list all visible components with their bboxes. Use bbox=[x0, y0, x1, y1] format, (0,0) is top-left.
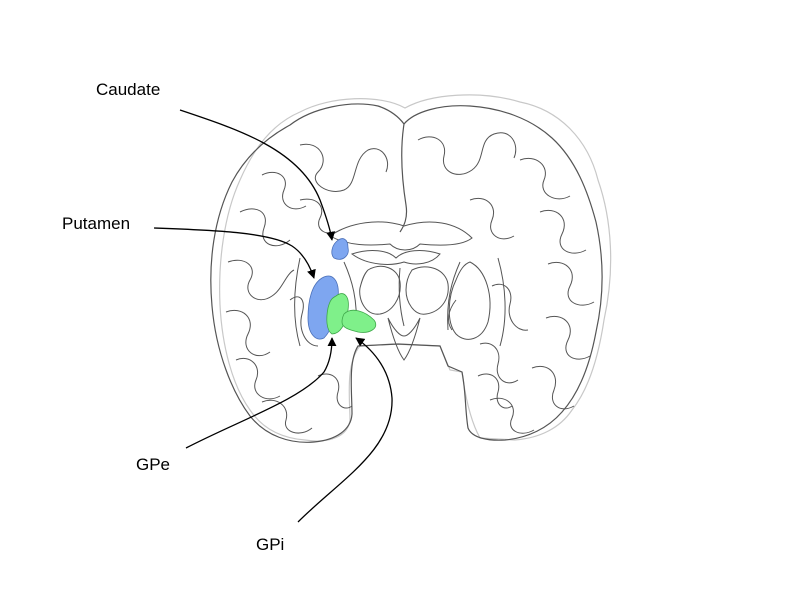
caudate-nucleus bbox=[331, 238, 349, 260]
temporal-horn-right bbox=[477, 373, 513, 409]
thalamus-right bbox=[405, 266, 449, 315]
putamen-arrow bbox=[153, 227, 316, 279]
label-arrows bbox=[153, 109, 393, 523]
caudate-label: Caudate bbox=[96, 80, 161, 99]
third-ventricle bbox=[398, 267, 405, 327]
gpe-label: GPe bbox=[136, 455, 171, 474]
right-pallidum-outline bbox=[448, 299, 457, 331]
globus-pallidus-internus bbox=[341, 309, 377, 333]
caudate-arrow bbox=[179, 109, 336, 241]
gpe-arrow bbox=[185, 337, 337, 449]
temporal-horn-left bbox=[317, 373, 353, 409]
insula-left bbox=[294, 257, 301, 347]
brainstem bbox=[387, 317, 421, 361]
cortex-gyri-folds bbox=[225, 132, 595, 434]
cortex-outline bbox=[210, 103, 603, 443]
insula-right bbox=[497, 257, 506, 347]
cortex-shadow-outline bbox=[219, 94, 612, 442]
thalamus-left bbox=[359, 266, 401, 315]
gpi-arrow bbox=[297, 337, 393, 523]
right-striatum-outline bbox=[448, 261, 491, 340]
corpus-callosum bbox=[329, 221, 473, 251]
gpi-label: GPi bbox=[256, 535, 285, 554]
internal-capsule-right bbox=[447, 261, 461, 331]
putamen-label: Putamen bbox=[62, 214, 131, 233]
lateral-ventricles bbox=[350, 250, 441, 265]
